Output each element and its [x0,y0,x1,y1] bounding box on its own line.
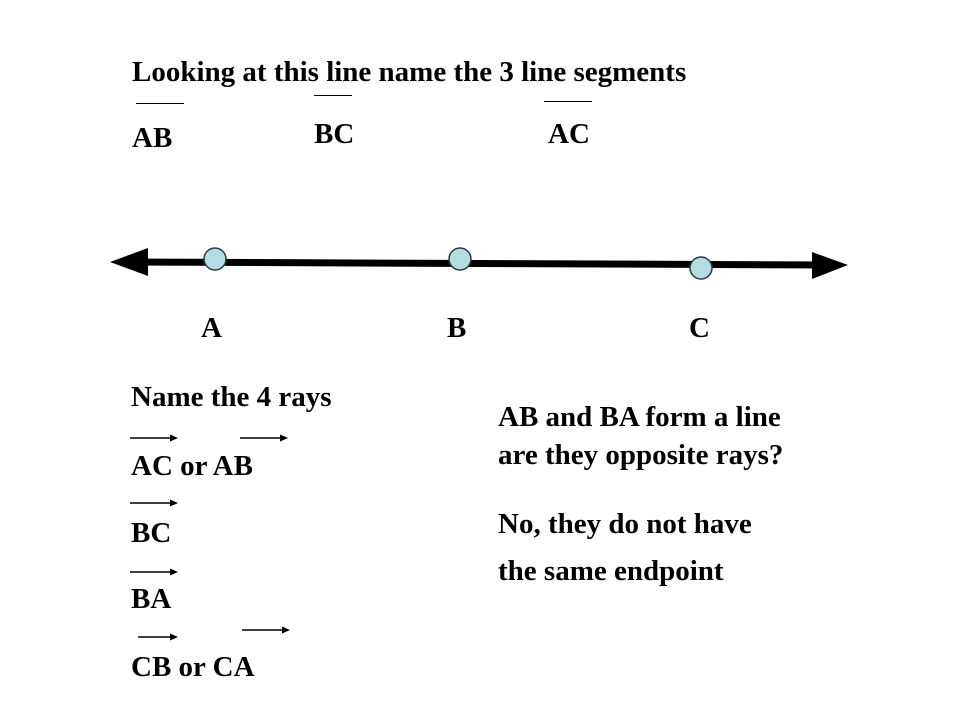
point-c-label: C [689,312,710,344]
question-line-2: are they opposite rays? [498,439,784,471]
answer-line-2: the same endpoint [498,555,724,587]
left-arrowhead [110,248,148,276]
segment-ac-label: AC [548,118,590,150]
segment-ab-label: AB [132,122,173,154]
ray-cb-or-ca: CB or CA [131,651,255,683]
point-a [203,247,227,271]
point-b [448,247,472,271]
line-body [127,258,833,269]
segment-ab-overbar [136,103,184,104]
ray-ac-or-ab: AC or AB [131,450,253,482]
rays-heading: Name the 4 rays [131,381,332,413]
page-title: Looking at this line name the 3 line seg… [132,56,687,88]
ray-bc: BC [131,517,172,549]
point-a-label: A [201,312,222,344]
point-b-label: B [447,312,467,344]
point-c [689,256,713,280]
ray-ba: BA [131,583,172,615]
question-line-1: AB and BA form a line [498,401,781,433]
right-arrowhead [812,252,848,279]
answer-line-1: No, they do not have [498,508,752,540]
segment-ac-overbar [544,101,592,102]
segment-bc-label: BC [314,118,355,150]
segment-bc-overbar [314,95,352,96]
